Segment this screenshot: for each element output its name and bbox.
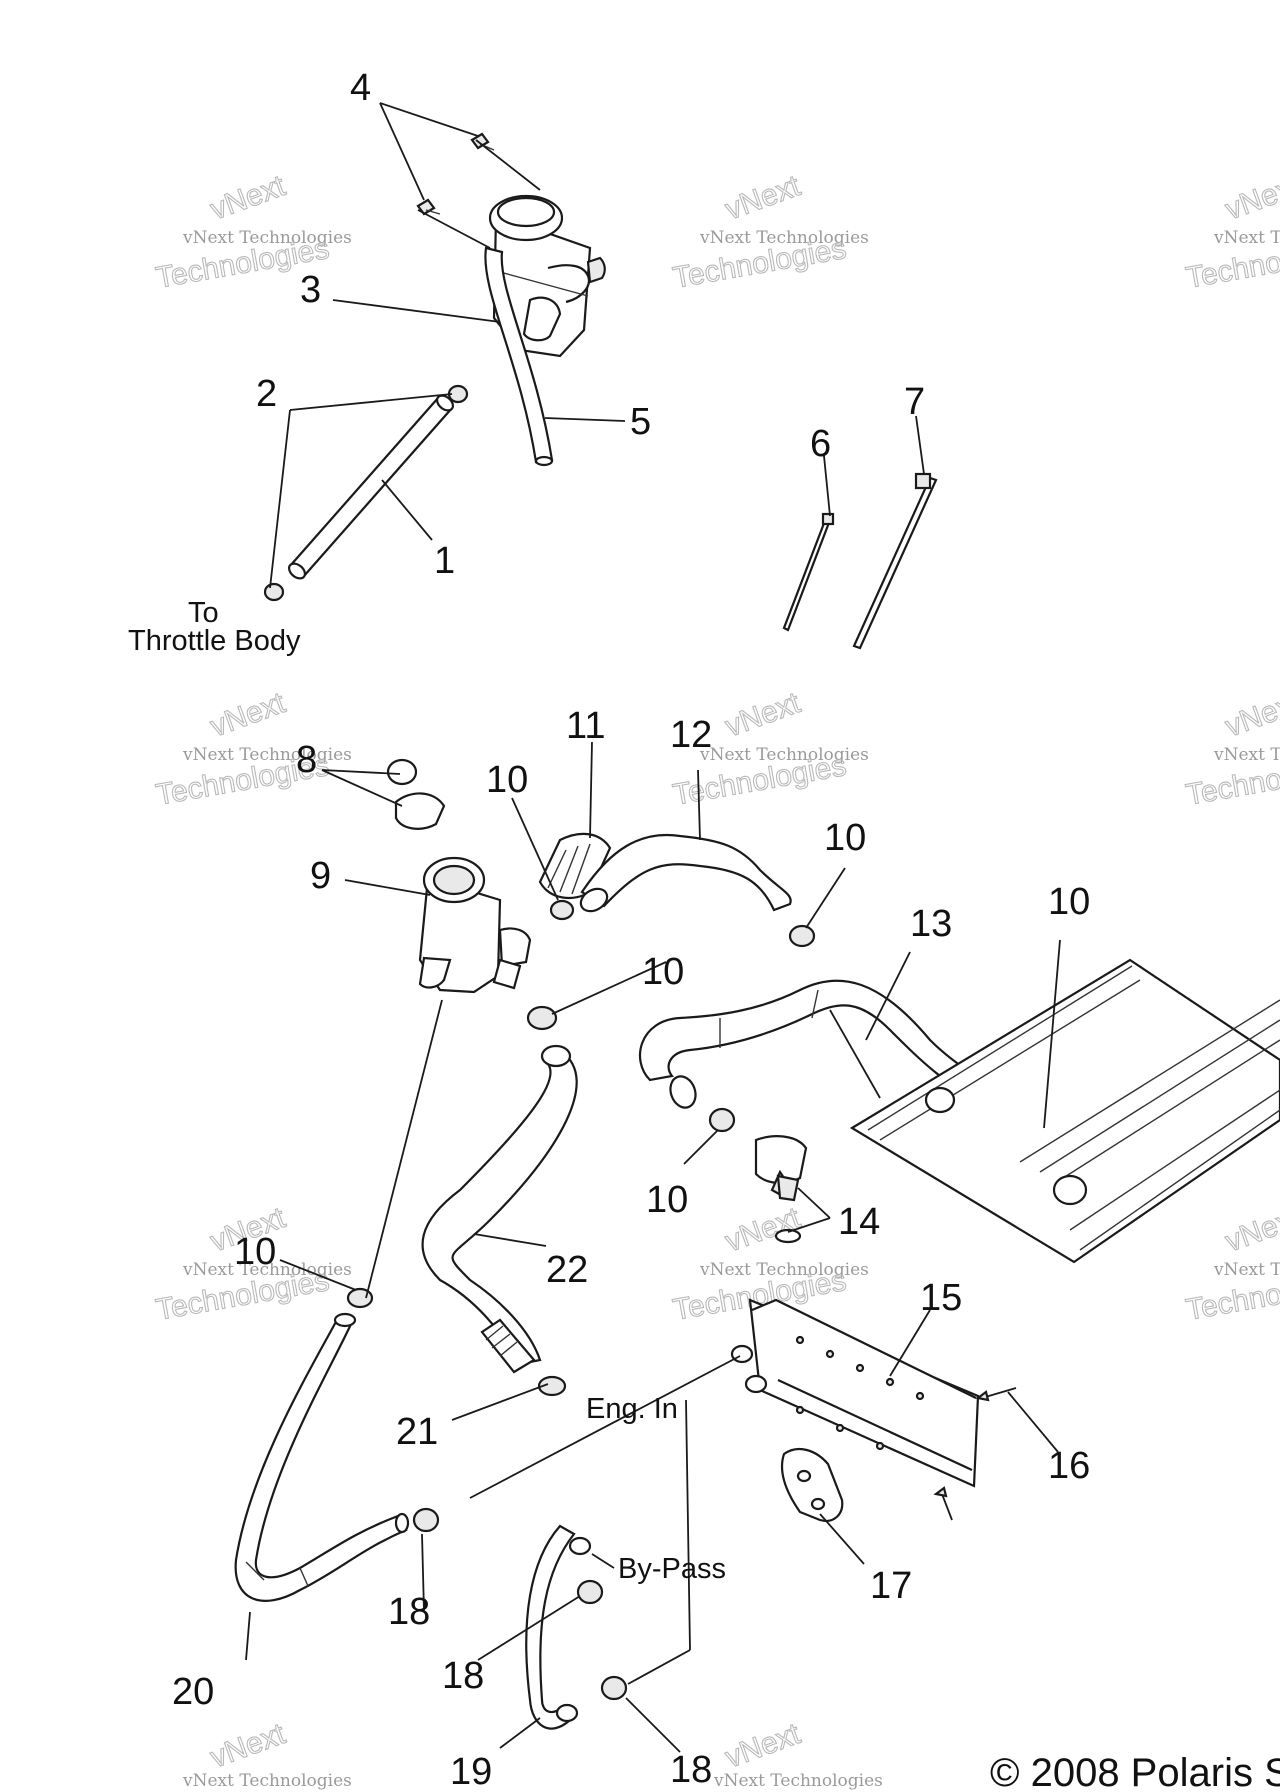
- rivet-part: [975, 1387, 1017, 1402]
- coolant-reservoir-part: [488, 194, 606, 358]
- watermark-text: vNext: [721, 169, 805, 226]
- watermark-text: vNext: [1221, 1201, 1280, 1258]
- watermark-text: vNext: [721, 1717, 805, 1774]
- callout-8: 8: [296, 739, 317, 781]
- heat-exchanger-part: [730, 1298, 980, 1488]
- callout-15: 15: [920, 1277, 962, 1319]
- bypass-hose-part: [525, 1524, 592, 1730]
- watermark-low-right: vNext vNext Technologies Technologies: [1183, 1201, 1280, 1328]
- cable-tie-part: [782, 512, 835, 632]
- callout-18: 18: [388, 1591, 430, 1633]
- watermark-text: vNext Technologies: [1213, 1260, 1280, 1280]
- return-hose-part: [234, 1312, 410, 1602]
- bumper-block-part: [780, 1447, 844, 1522]
- callout-3: 3: [300, 269, 321, 311]
- callout-20: 20: [172, 1671, 214, 1713]
- callout-10: 10: [1048, 881, 1090, 923]
- callout-10: 10: [646, 1179, 688, 1221]
- watermark-bottom-center: vNext vNext Technologies: [713, 1717, 883, 1791]
- watermark-text: vNext Technologies: [182, 1771, 352, 1791]
- clamp-part: [263, 582, 285, 602]
- leader-lines-bottom: [245, 741, 1061, 1753]
- callout-10: 10: [486, 759, 528, 801]
- callout-4: 4: [350, 67, 371, 109]
- callout-22: 22: [546, 1249, 588, 1291]
- callout-2: 2: [256, 373, 277, 415]
- watermark-text: vNext Technologies: [182, 228, 352, 248]
- callout-6: 6: [810, 423, 831, 465]
- watermark-text: vNext Technologies: [713, 1771, 883, 1791]
- clamp-part: [549, 899, 575, 921]
- rivet-part: [933, 1486, 953, 1521]
- label-by-pass: By-Pass: [618, 1553, 726, 1585]
- clamp-part: [576, 1579, 604, 1605]
- copyright-text: © 2008 Polaris S: [990, 1751, 1280, 1792]
- watermark-text: vNext Technologies: [182, 1260, 352, 1280]
- callout-10: 10: [824, 817, 866, 859]
- watermark-text: vNext Technologies: [182, 745, 352, 765]
- watermark-text: vNext: [206, 686, 290, 743]
- watermark-text: vNext: [1221, 686, 1280, 743]
- watermark-text: vNext Technologies: [699, 228, 869, 248]
- engine-hose-part: [421, 1044, 578, 1374]
- callout-1: 1: [434, 540, 455, 582]
- callout-10: 10: [642, 951, 684, 993]
- callout-18: 18: [442, 1655, 484, 1697]
- watermark-text: vNext Technologies: [699, 745, 869, 765]
- clamp-part: [412, 1507, 440, 1533]
- watermark-mid-left: vNext vNext Technologies Technologies: [153, 686, 352, 813]
- watermark-top-left: vNext vNext Technologies Technologies: [153, 169, 352, 296]
- callout-13: 13: [910, 903, 952, 945]
- callout-11: 11: [566, 705, 605, 747]
- callout-16: 16: [1048, 1445, 1090, 1487]
- screw-part: [470, 132, 495, 151]
- watermark-text: vNext Technologies: [1213, 228, 1280, 248]
- callout-18: 18: [670, 1749, 712, 1791]
- leader-lines-top: [269, 102, 925, 589]
- callout-19: 19: [450, 1751, 492, 1792]
- callout-10: 10: [234, 1231, 276, 1273]
- clamp-part: [708, 1107, 736, 1133]
- vent-hose-part: [484, 246, 554, 467]
- cable-tie-part: [852, 472, 938, 650]
- watermark-text: vNext: [1221, 169, 1280, 226]
- radiator-hose-part: [579, 833, 792, 913]
- clamp-part: [788, 924, 816, 948]
- watermark-text: vNext: [721, 686, 805, 743]
- callout-21: 21: [396, 1411, 438, 1453]
- clamp-part: [600, 1675, 628, 1701]
- callout-5: 5: [630, 401, 651, 443]
- label-throttle-body: Throttle Body: [128, 625, 301, 657]
- fuel-hose-part: [288, 394, 454, 580]
- clamp-part: [537, 1375, 567, 1397]
- temp-sensor-part: [774, 1174, 802, 1244]
- watermark-text: vNext: [206, 1717, 290, 1774]
- label-to: To: [188, 597, 219, 629]
- clamp-part: [346, 1287, 374, 1309]
- callout-14: 14: [838, 1201, 880, 1243]
- callout-numbers: 4 3 2 5 1 6 7 8 9 10 11 12 10 13 10 10 1…: [172, 67, 1090, 1792]
- label-eng-in: Eng. In: [586, 1393, 678, 1425]
- callout-9: 9: [310, 855, 331, 897]
- watermark-top-right: vNext vNext Technologies Technologies: [1183, 169, 1280, 296]
- watermark-text: vNext Technologies: [1213, 745, 1280, 765]
- watermark-mid-right: vNext vNext Technologies Technologies: [1183, 686, 1280, 813]
- watermark-text: vNext: [206, 169, 290, 226]
- tunnel-rail-part: [849, 958, 1280, 1264]
- cap-seal-part: [386, 758, 446, 830]
- callout-12: 12: [670, 714, 712, 756]
- callout-7: 7: [904, 381, 925, 423]
- watermark-text: vNext Technologies: [699, 1260, 869, 1280]
- diagram-labels: To Throttle Body Eng. In By-Pass: [128, 597, 726, 1585]
- watermark-top-center: vNext vNext Technologies Technologies: [670, 169, 869, 296]
- watermark-bottom-left: vNext vNext Technologies: [182, 1717, 352, 1791]
- callout-17: 17: [870, 1565, 912, 1607]
- clamp-part: [526, 1005, 558, 1031]
- reservoir-bottle-part: [418, 856, 532, 994]
